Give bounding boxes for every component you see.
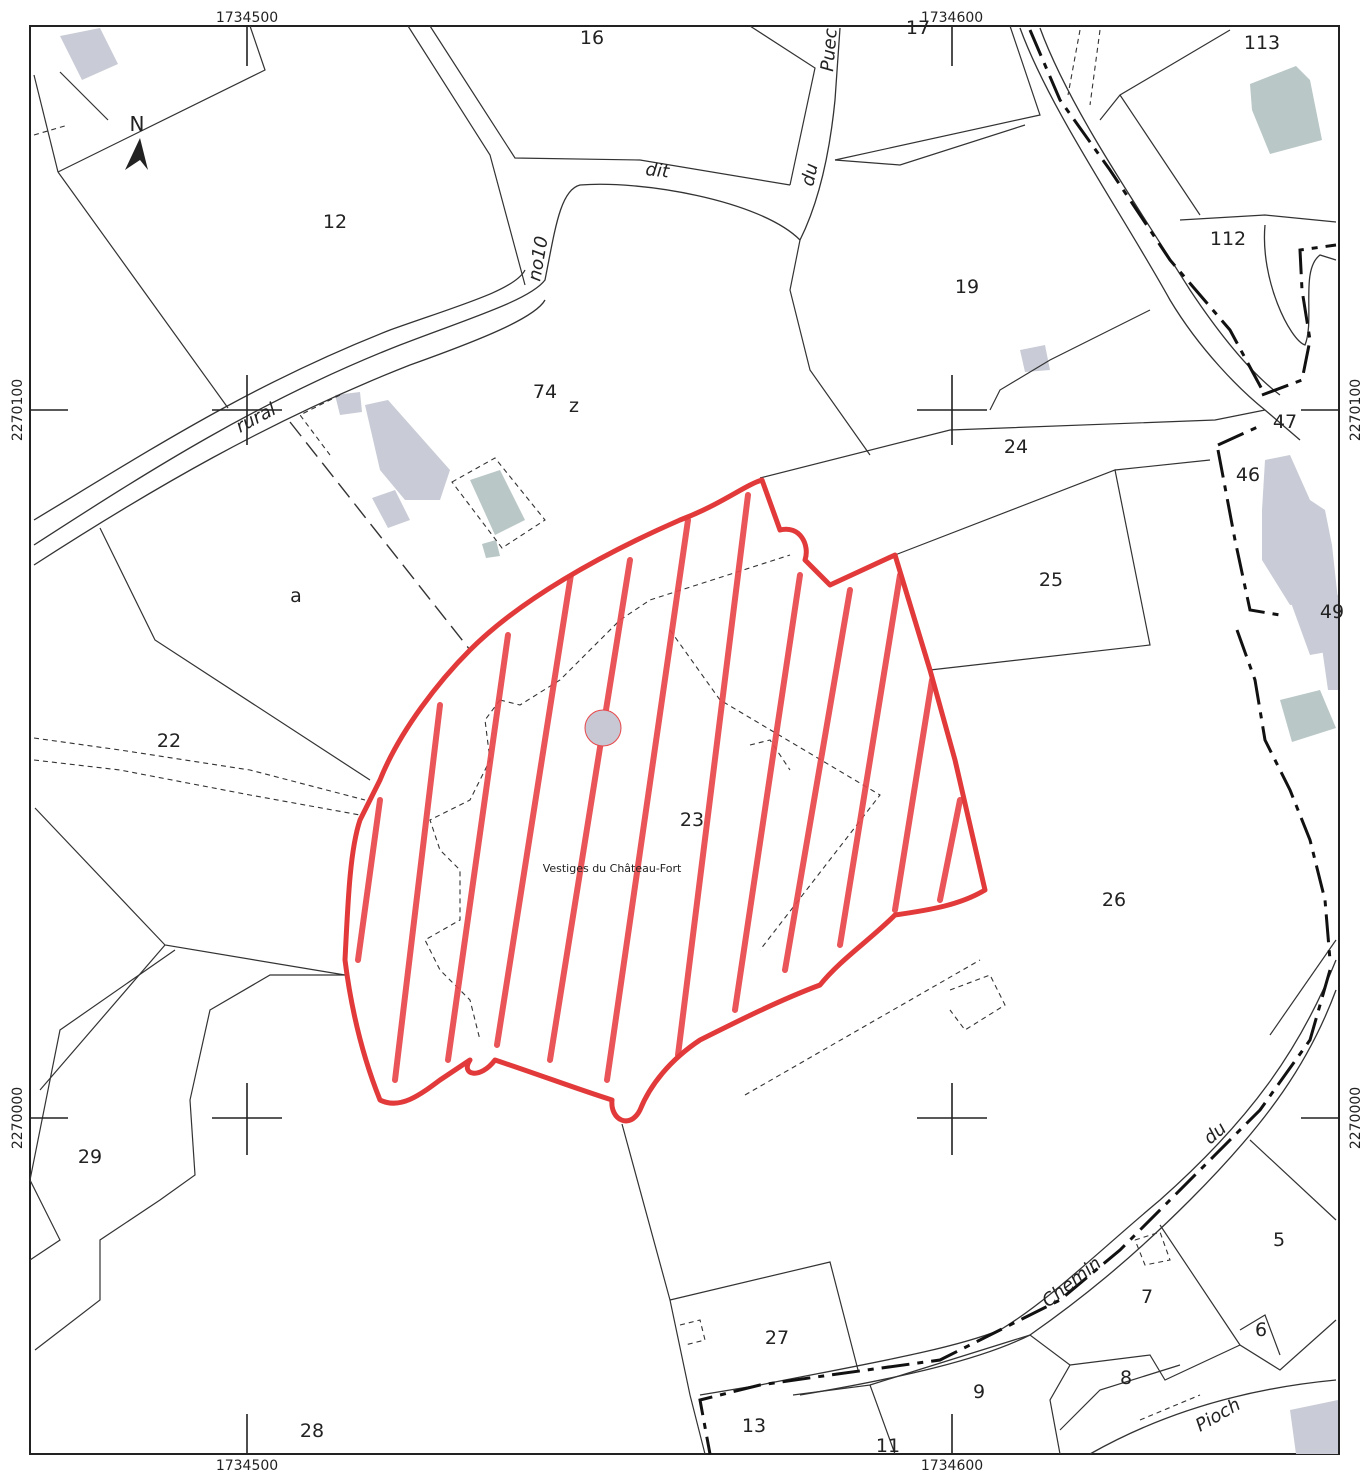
- coord-bottom-east: 1734600: [921, 1458, 983, 1472]
- parcel-number: 22: [157, 730, 181, 752]
- parcel-number: 46: [1236, 464, 1260, 486]
- parcel-number: 29: [78, 1146, 102, 1168]
- buildings: [60, 28, 1338, 1454]
- building: [372, 490, 410, 528]
- coord-left-north: 2270100: [10, 379, 26, 441]
- parcel-number: 9: [973, 1381, 985, 1403]
- road-chemin-north: [699, 959, 1337, 1396]
- parcel-number: 28: [300, 1420, 324, 1442]
- parcel-number: 24: [1004, 436, 1028, 458]
- north-arrow-icon: N: [125, 112, 148, 170]
- coord-bottom-west: 1734500: [216, 1458, 278, 1472]
- monument-label: Vestiges du Château-Fort: [543, 862, 682, 875]
- parcel-number: 5: [1273, 1229, 1285, 1251]
- parcel-boundaries: [29, 25, 1337, 1455]
- building: [1250, 66, 1322, 154]
- parcel-number: 12: [323, 211, 347, 233]
- well-icon: [584, 709, 622, 747]
- parcel-number: 11: [876, 1435, 900, 1457]
- parcel-number: 13: [742, 1415, 766, 1437]
- street-label: dit: [644, 159, 670, 182]
- building: [365, 400, 450, 500]
- building: [470, 470, 525, 535]
- road-chemin-south: [799, 989, 1337, 1396]
- parcel-labels: 12 16 17 113 112 19 74 24 47 46 25 49 22…: [78, 17, 1344, 1457]
- grid-crosses: [30, 26, 1339, 1454]
- parcel-number: 8: [1120, 1367, 1132, 1389]
- building: [1280, 690, 1336, 742]
- parcel-number: 26: [1102, 889, 1126, 911]
- section-label: a: [290, 585, 302, 607]
- building: [335, 392, 362, 415]
- protected-zone-outline: [342, 477, 988, 1124]
- protected-zone-hatching: [355, 492, 963, 1083]
- coordinate-labels: 1734500 1734600 1734500 1734600 2270100 …: [10, 10, 1364, 1474]
- building: [482, 540, 500, 558]
- commune-boundary: [698, 29, 1337, 1455]
- street-label: du: [797, 161, 822, 188]
- building: [1322, 645, 1338, 690]
- parcel-number: 19: [955, 276, 979, 298]
- parcel-number: 27: [765, 1327, 789, 1349]
- coord-left-south: 2270000: [10, 1087, 26, 1149]
- north-label: N: [130, 112, 145, 136]
- coord-right-south: 2270000: [1348, 1087, 1364, 1149]
- parcel-number: 113: [1244, 32, 1280, 54]
- road-rural-south: [33, 299, 546, 566]
- street-label: Puec: [817, 27, 842, 72]
- building: [60, 28, 118, 80]
- building: [1262, 455, 1338, 605]
- parcel-number: 74: [533, 381, 557, 403]
- map-frame: [29, 25, 1340, 1455]
- parcel-number: 16: [580, 27, 604, 49]
- road-rural-edge: [33, 269, 526, 521]
- road-rural-north: [33, 27, 841, 546]
- road-east: [1019, 27, 1301, 441]
- building: [1020, 345, 1050, 372]
- section-label: z: [569, 395, 579, 417]
- parcel-number: 6: [1255, 1319, 1267, 1341]
- road-pioch: [1089, 1379, 1337, 1455]
- coord-right-north: 2270100: [1348, 379, 1364, 441]
- coord-top-east: 1734600: [921, 10, 983, 26]
- building: [1290, 1400, 1338, 1454]
- parcel-number: 7: [1141, 1286, 1153, 1308]
- coord-top-west: 1734500: [216, 10, 278, 26]
- parcel-number: 23: [680, 809, 704, 831]
- parcel-number: 112: [1210, 228, 1246, 250]
- parcel-number: 49: [1320, 601, 1344, 623]
- building: [1290, 595, 1338, 655]
- parcel-number: 17: [906, 17, 930, 39]
- parcel-number: 25: [1039, 569, 1063, 591]
- parcel-number: 47: [1273, 411, 1297, 433]
- road-east-loop: [1263, 224, 1337, 346]
